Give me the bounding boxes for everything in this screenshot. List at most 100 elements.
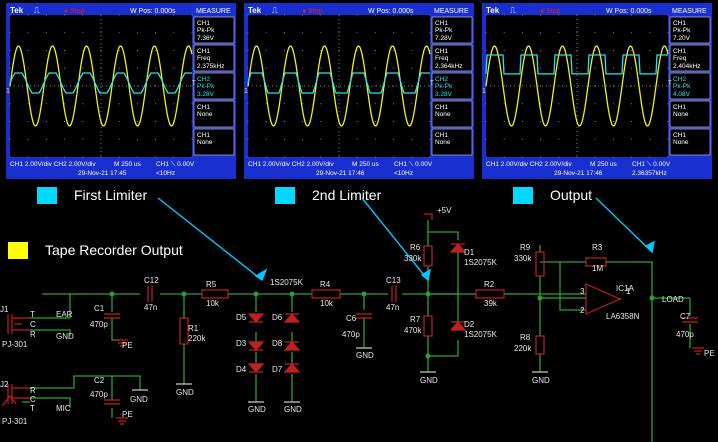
grid-dot	[64, 50, 66, 51]
measure-name: Freq	[435, 55, 449, 62]
grid-dot	[118, 85, 120, 87]
measure-val: 2.375kHz	[197, 63, 224, 70]
measure-val: 2.404kHz	[673, 63, 700, 70]
label-gnd-d2: GND	[284, 405, 302, 414]
grid-dot	[429, 85, 431, 87]
scope-trigger-freq: 2.36357kHz	[632, 170, 667, 177]
grid-dot	[411, 103, 413, 105]
label-gnd-c6: GND	[356, 351, 374, 360]
grid-dot	[302, 121, 304, 122]
measure-name: Pk-Pk	[197, 83, 215, 90]
grid-dot	[118, 67, 120, 69]
grid-dot	[356, 85, 358, 87]
grid-dot	[338, 156, 340, 158]
measure-ch: CH1	[673, 48, 686, 55]
label-r7v: 470k	[404, 326, 422, 335]
measure-ch: CH1	[435, 132, 448, 139]
label-r6v: 330k	[404, 254, 422, 263]
grid-dot	[247, 67, 249, 69]
grid-dot	[594, 32, 596, 34]
grid-dot	[521, 32, 523, 34]
grid-dot	[540, 67, 542, 69]
grid-dot	[82, 67, 84, 69]
label-d6: D6	[272, 313, 283, 322]
legend-pointers	[157, 197, 655, 282]
grid-dot	[320, 67, 322, 69]
grid-dot	[265, 103, 267, 105]
measure-name: Pk-Pk	[435, 27, 453, 34]
grid-dot	[27, 138, 29, 140]
grid-dot	[631, 32, 633, 34]
grid-dot	[612, 103, 614, 105]
grid-dot	[82, 156, 84, 158]
grid-dot	[45, 138, 47, 140]
grid-dot	[45, 32, 47, 34]
grid-dot	[411, 50, 413, 51]
label-j2-r: R	[30, 386, 36, 395]
grid-dot	[118, 32, 120, 34]
label-r8v: 220k	[514, 344, 532, 353]
grid-dot	[485, 121, 487, 122]
grid-dot	[594, 50, 596, 51]
grid-dot	[173, 138, 175, 140]
grid-dot	[521, 103, 523, 105]
measure-box	[193, 128, 235, 156]
measure-box	[431, 128, 473, 156]
measure-name: None	[673, 111, 689, 118]
scope-trigger: CH1 ⟍ 0.00V	[156, 161, 195, 168]
parts	[1, 243, 698, 407]
measure-box	[431, 100, 473, 128]
grid-dot	[247, 14, 249, 16]
grid-dot	[9, 156, 11, 158]
grid-dot	[429, 138, 431, 140]
grid-dot	[191, 32, 193, 34]
grid-dot	[338, 67, 340, 69]
grid-dot	[302, 138, 304, 140]
measure-name: Pk-Pk	[673, 27, 691, 34]
label-pe-c7: PE	[704, 349, 715, 358]
grid-dot	[27, 14, 29, 16]
grid-dot	[118, 14, 120, 16]
grid-dot	[9, 32, 11, 34]
measure-name: None	[435, 139, 451, 146]
scope-timebase: M 250 us	[590, 161, 617, 168]
ch2-trace	[247, 72, 430, 94]
grid-dot	[485, 103, 487, 105]
measure-box	[669, 44, 711, 72]
label-ic: IC1A	[616, 284, 634, 293]
schematic-labels: J1 PJ-301 EAR GND T C R J2 PJ-301 MIC R …	[0, 206, 715, 426]
label-r3v: 1M	[592, 264, 603, 273]
measure-box	[431, 16, 473, 44]
grid-dot	[247, 156, 249, 158]
grid-dot	[247, 32, 249, 34]
grid-dot	[649, 85, 651, 87]
grid-dot	[594, 121, 596, 122]
grid-dot	[503, 14, 505, 16]
grid-dot	[594, 156, 596, 158]
measure-val: 3.28V	[435, 91, 453, 98]
grid-dot	[540, 50, 542, 51]
label-c1v: 470p	[90, 320, 108, 329]
grid-dot	[576, 50, 578, 51]
grid-dot	[429, 14, 431, 16]
grid-dot	[356, 121, 358, 122]
grid-dot	[667, 138, 669, 140]
scope-status: ● Stop	[64, 8, 85, 15]
grid-dot	[667, 14, 669, 16]
grid-dot	[173, 14, 175, 16]
scope-timebase: M 250 us	[352, 161, 379, 168]
label-j2-part: PJ-301	[2, 417, 28, 426]
grid-dot	[191, 85, 193, 87]
grid-dot	[9, 138, 11, 140]
ch1-marker: 1	[244, 88, 248, 95]
label-d2: D2	[464, 320, 475, 329]
grid-dot	[320, 32, 322, 34]
scope-brand: Tek	[248, 6, 262, 15]
scope-trigger: CH1 ⟍ 0.00V	[632, 161, 671, 168]
grid-dot	[283, 50, 285, 51]
grid-dot	[45, 14, 47, 16]
grid-dot	[521, 121, 523, 122]
label-d8: D8	[272, 339, 283, 348]
grid-dot	[429, 50, 431, 51]
